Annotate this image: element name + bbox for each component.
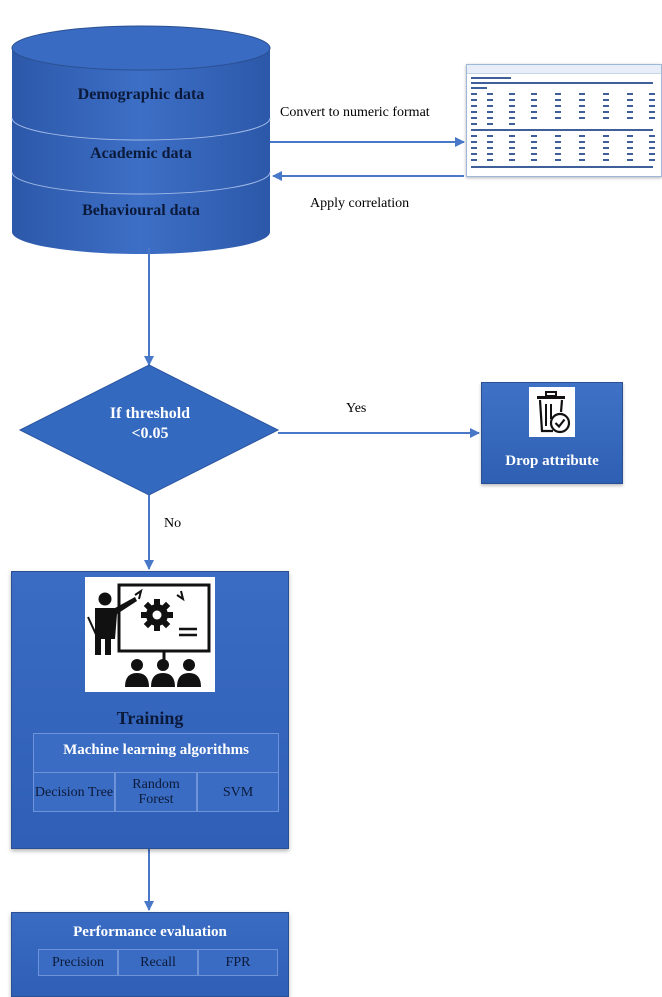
training-title: Training — [116, 708, 184, 728]
presenter-gear-audience-icon — [85, 577, 215, 692]
drop-attribute-label: Drop attribute — [505, 453, 599, 469]
database-cylinder — [11, 25, 271, 254]
decision-label: If threshold <0.05 — [80, 404, 220, 444]
db-layer-behavioural: Behavioural data — [82, 202, 200, 219]
performance-panel: Performance evaluation Precision Recall … — [11, 912, 289, 997]
ml-algorithms-title: Machine learning algorithms — [63, 742, 249, 758]
label-no: No — [164, 516, 182, 531]
metric-recall: Recall — [118, 949, 198, 976]
spreadsheet-thumbnail — [466, 64, 662, 177]
drop-attribute-node: Drop attribute — [481, 382, 623, 484]
algorithm-decision-tree: Decision Tree — [33, 772, 115, 812]
decision-line-1: If threshold — [109, 405, 191, 422]
label-yes: Yes — [346, 401, 367, 416]
spreadsheet-grid-image — [471, 77, 655, 168]
metric-cells: Precision Recall FPR — [38, 949, 278, 976]
algorithm-svm: SVM — [197, 772, 279, 812]
db-layer-demographic: Demographic data — [77, 86, 205, 103]
algorithm-random-forest: Random Forest — [115, 772, 197, 812]
db-layer-academic: Academic data — [90, 145, 192, 162]
decision-line-2: <0.05 — [131, 425, 169, 442]
metric-fpr: FPR — [198, 949, 278, 976]
metric-precision: Precision — [38, 949, 118, 976]
algorithm-cells: Decision Tree Random Forest SVM — [33, 772, 279, 812]
label-apply: Apply correlation — [310, 196, 410, 211]
thumbnail-toolbar — [467, 65, 661, 74]
ml-algorithms-header: Machine learning algorithms — [33, 733, 279, 773]
trash-check-icon — [529, 387, 575, 437]
training-panel: Training Machine learning algorithms Dec… — [11, 571, 289, 849]
performance-title: Performance evaluation — [73, 924, 227, 940]
label-convert: Convert to numeric format — [280, 105, 430, 120]
